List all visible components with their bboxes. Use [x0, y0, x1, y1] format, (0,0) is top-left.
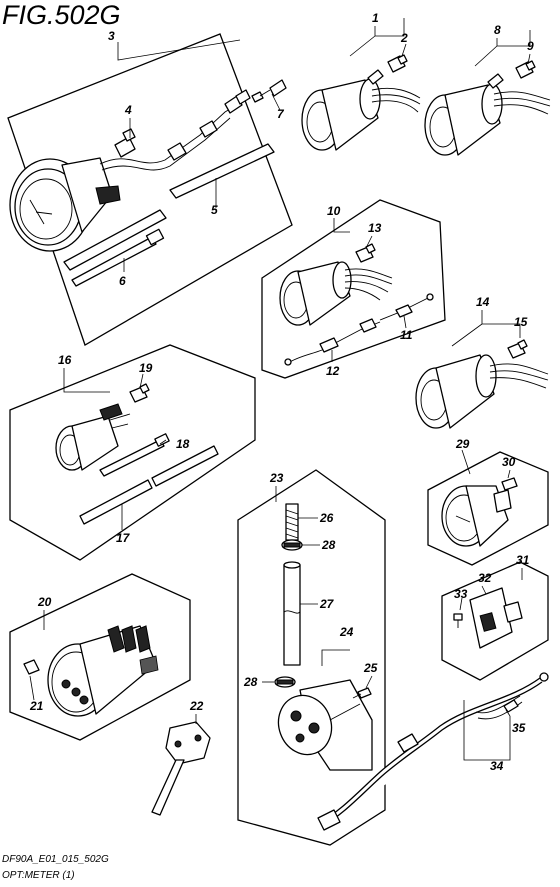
figure-title: FIG.502G: [2, 0, 121, 30]
clamp-28-bottom[interactable]: [274, 676, 296, 688]
label-part-22[interactable]: 22: [189, 699, 204, 713]
label-part-13[interactable]: 13: [368, 221, 382, 235]
screw-33[interactable]: [453, 613, 463, 628]
group-29-gauge: [427, 449, 549, 566]
label-part-21[interactable]: 21: [29, 699, 44, 713]
gauge-20[interactable]: [47, 625, 159, 717]
tube-27[interactable]: [283, 561, 301, 666]
harness-34[interactable]: [317, 672, 549, 831]
gauge-14[interactable]: [415, 354, 549, 429]
label-part-34[interactable]: 34: [490, 759, 504, 773]
label-part-24[interactable]: 24: [339, 625, 354, 639]
bulb-13[interactable]: [355, 243, 376, 263]
label-part-23[interactable]: 23: [269, 471, 284, 485]
label-part-14[interactable]: 14: [476, 295, 490, 309]
bracket-22[interactable]: [151, 721, 211, 816]
switch-32[interactable]: [469, 587, 523, 649]
group-3-box-outline: [7, 33, 293, 346]
label-part-29[interactable]: 29: [455, 437, 470, 451]
label-part-2[interactable]: 2: [400, 31, 408, 45]
harness-12[interactable]: [284, 318, 381, 366]
label-part-28-bottom[interactable]: 28: [243, 675, 258, 689]
label-part-18[interactable]: 18: [176, 437, 190, 451]
group-3-meter-kit: [7, 33, 293, 346]
part-labels: 1 2 3 4 5 6 7 8 9 10 11 12 13 14 15 16 1…: [29, 11, 534, 773]
bulb-19[interactable]: [129, 383, 150, 403]
cable-tie-6[interactable]: [71, 228, 165, 287]
plug-7[interactable]: [259, 79, 287, 97]
gauge-29[interactable]: [441, 485, 512, 547]
label-part-32[interactable]: 32: [478, 571, 492, 585]
label-part-8[interactable]: 8: [494, 23, 501, 37]
label-part-10[interactable]: 10: [327, 204, 341, 218]
label-part-6[interactable]: 6: [119, 274, 126, 288]
label-part-17[interactable]: 17: [116, 531, 131, 545]
bulb-21[interactable]: [23, 659, 40, 675]
group-16-meter-kit: [9, 344, 256, 561]
group-10-meter-kit: [261, 199, 446, 379]
bulb-4[interactable]: [114, 128, 136, 158]
label-part-16[interactable]: 16: [58, 353, 72, 367]
harness-11[interactable]: [379, 293, 434, 321]
label-part-3[interactable]: 3: [108, 29, 115, 43]
spring-26[interactable]: [285, 503, 299, 541]
label-part-4[interactable]: 4: [124, 103, 132, 117]
screw-25[interactable]: [352, 687, 372, 699]
label-part-7[interactable]: 7: [277, 107, 285, 121]
gauge-16[interactable]: [55, 403, 131, 471]
group-29-box-outline: [427, 451, 549, 566]
label-part-5[interactable]: 5: [211, 203, 218, 217]
group-20-meter-kit: [9, 573, 191, 741]
label-part-20[interactable]: 20: [37, 595, 52, 609]
group-1-gauge: [301, 18, 421, 151]
group-10-box-outline: [261, 199, 446, 379]
label-part-33[interactable]: 33: [454, 587, 468, 601]
label-part-31[interactable]: 31: [516, 553, 530, 567]
group-16-box-outline: [9, 344, 256, 561]
gauge-10[interactable]: [279, 261, 393, 326]
bulb-2[interactable]: [387, 54, 408, 73]
label-part-15[interactable]: 15: [514, 315, 528, 329]
cable-tie-18[interactable]: [99, 433, 170, 477]
label-part-12[interactable]: 12: [326, 364, 340, 378]
bulb-9[interactable]: [515, 60, 536, 79]
gauge-1[interactable]: [301, 69, 421, 151]
bracket-24[interactable]: [270, 679, 373, 771]
bulb-15[interactable]: [507, 339, 528, 359]
gauge-8[interactable]: [424, 73, 551, 156]
group-23-box-outline: [237, 469, 386, 846]
leader-3: [117, 39, 241, 61]
group-31-switch-kit: [441, 561, 549, 681]
label-part-9[interactable]: 9: [527, 39, 534, 53]
label-part-25[interactable]: 25: [363, 661, 378, 675]
tube-5[interactable]: [63, 143, 275, 271]
footer-code: DF90A_E01_015_502G: [2, 854, 109, 865]
footer-name: OPT:METER (1): [2, 870, 75, 881]
group-8-gauge: [424, 30, 551, 156]
group-14-gauge: [415, 310, 549, 429]
label-part-35[interactable]: 35: [512, 721, 526, 735]
label-part-1[interactable]: 1: [372, 11, 379, 25]
group-20-box-outline: [9, 573, 191, 741]
label-part-11[interactable]: 11: [400, 328, 413, 342]
label-part-30[interactable]: 30: [502, 455, 516, 469]
bulb-30[interactable]: [501, 477, 518, 491]
tube-17[interactable]: [79, 445, 219, 525]
label-part-27[interactable]: 27: [319, 597, 335, 611]
group-31-box-outline: [441, 561, 549, 681]
gauge-3[interactable]: [9, 157, 121, 252]
label-part-28-top[interactable]: 28: [321, 538, 336, 552]
label-part-26[interactable]: 26: [319, 511, 334, 525]
label-part-19[interactable]: 19: [139, 361, 153, 375]
group-23-mount-kit: [237, 469, 386, 846]
clamp-28-top[interactable]: [281, 539, 303, 551]
